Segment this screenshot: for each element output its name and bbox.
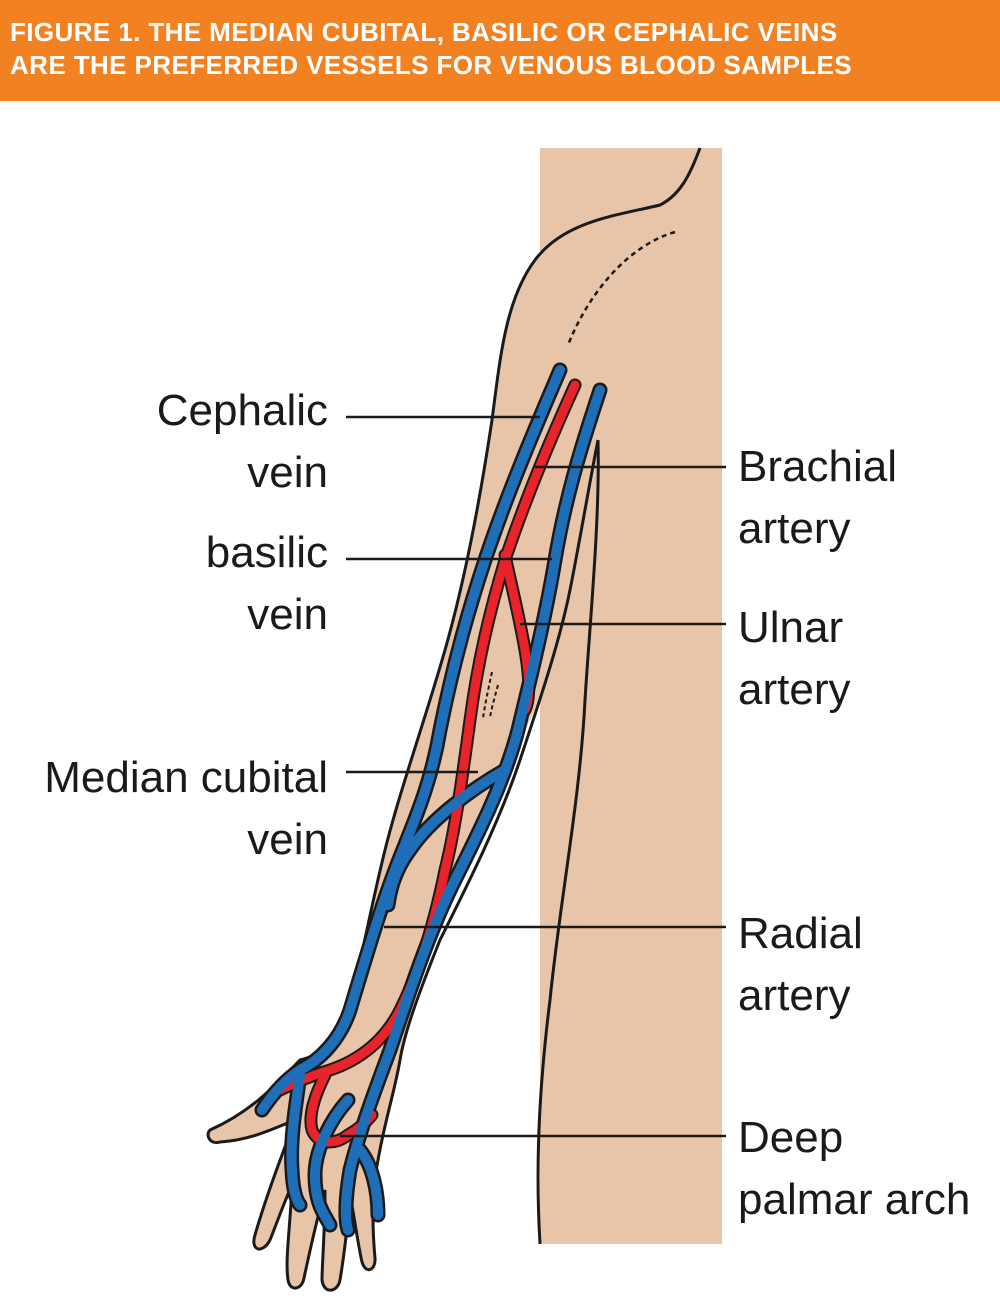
- elbow-crease-2: [489, 684, 499, 719]
- label-ulnar-artery: Ulnar artery: [738, 603, 851, 714]
- figure-title-line-2: ARE THE PREFERRED VESSELS FOR VENOUS BLO…: [10, 50, 852, 80]
- hand-outline: [252, 1059, 402, 1292]
- median-cubital-vein: [383, 765, 510, 910]
- leader-lines: [340, 415, 726, 1138]
- label-median-cubital-vein: Median cubital vein: [44, 753, 328, 864]
- torso-side-outline: [536, 439, 600, 1245]
- arm-outline-inner: [398, 439, 600, 1061]
- label-brachial-artery: Brachial artery: [738, 442, 897, 553]
- label-basilic-vein: basilic vein: [205, 528, 328, 639]
- shoulder-crease: [566, 230, 676, 346]
- label-deep-palmar-arch: Deep palmar arch: [738, 1113, 971, 1224]
- label-cephalic-vein: Cephalic vein: [156, 386, 328, 497]
- arm-outline-outer: [206, 147, 702, 1145]
- brachial-artery: [275, 380, 580, 1095]
- vessels: [254, 362, 608, 1238]
- label-radial-artery: Radial artery: [738, 909, 863, 1020]
- figure-title-line-1: FIGURE 1. THE MEDIAN CUBITAL, BASILIC OR…: [10, 17, 838, 47]
- cephalic-vein: [257, 365, 565, 1115]
- figure-title-banner: FIGURE 1. THE MEDIAN CUBITAL, BASILIC OR…: [0, 0, 1000, 101]
- elbow-crease: [482, 671, 493, 719]
